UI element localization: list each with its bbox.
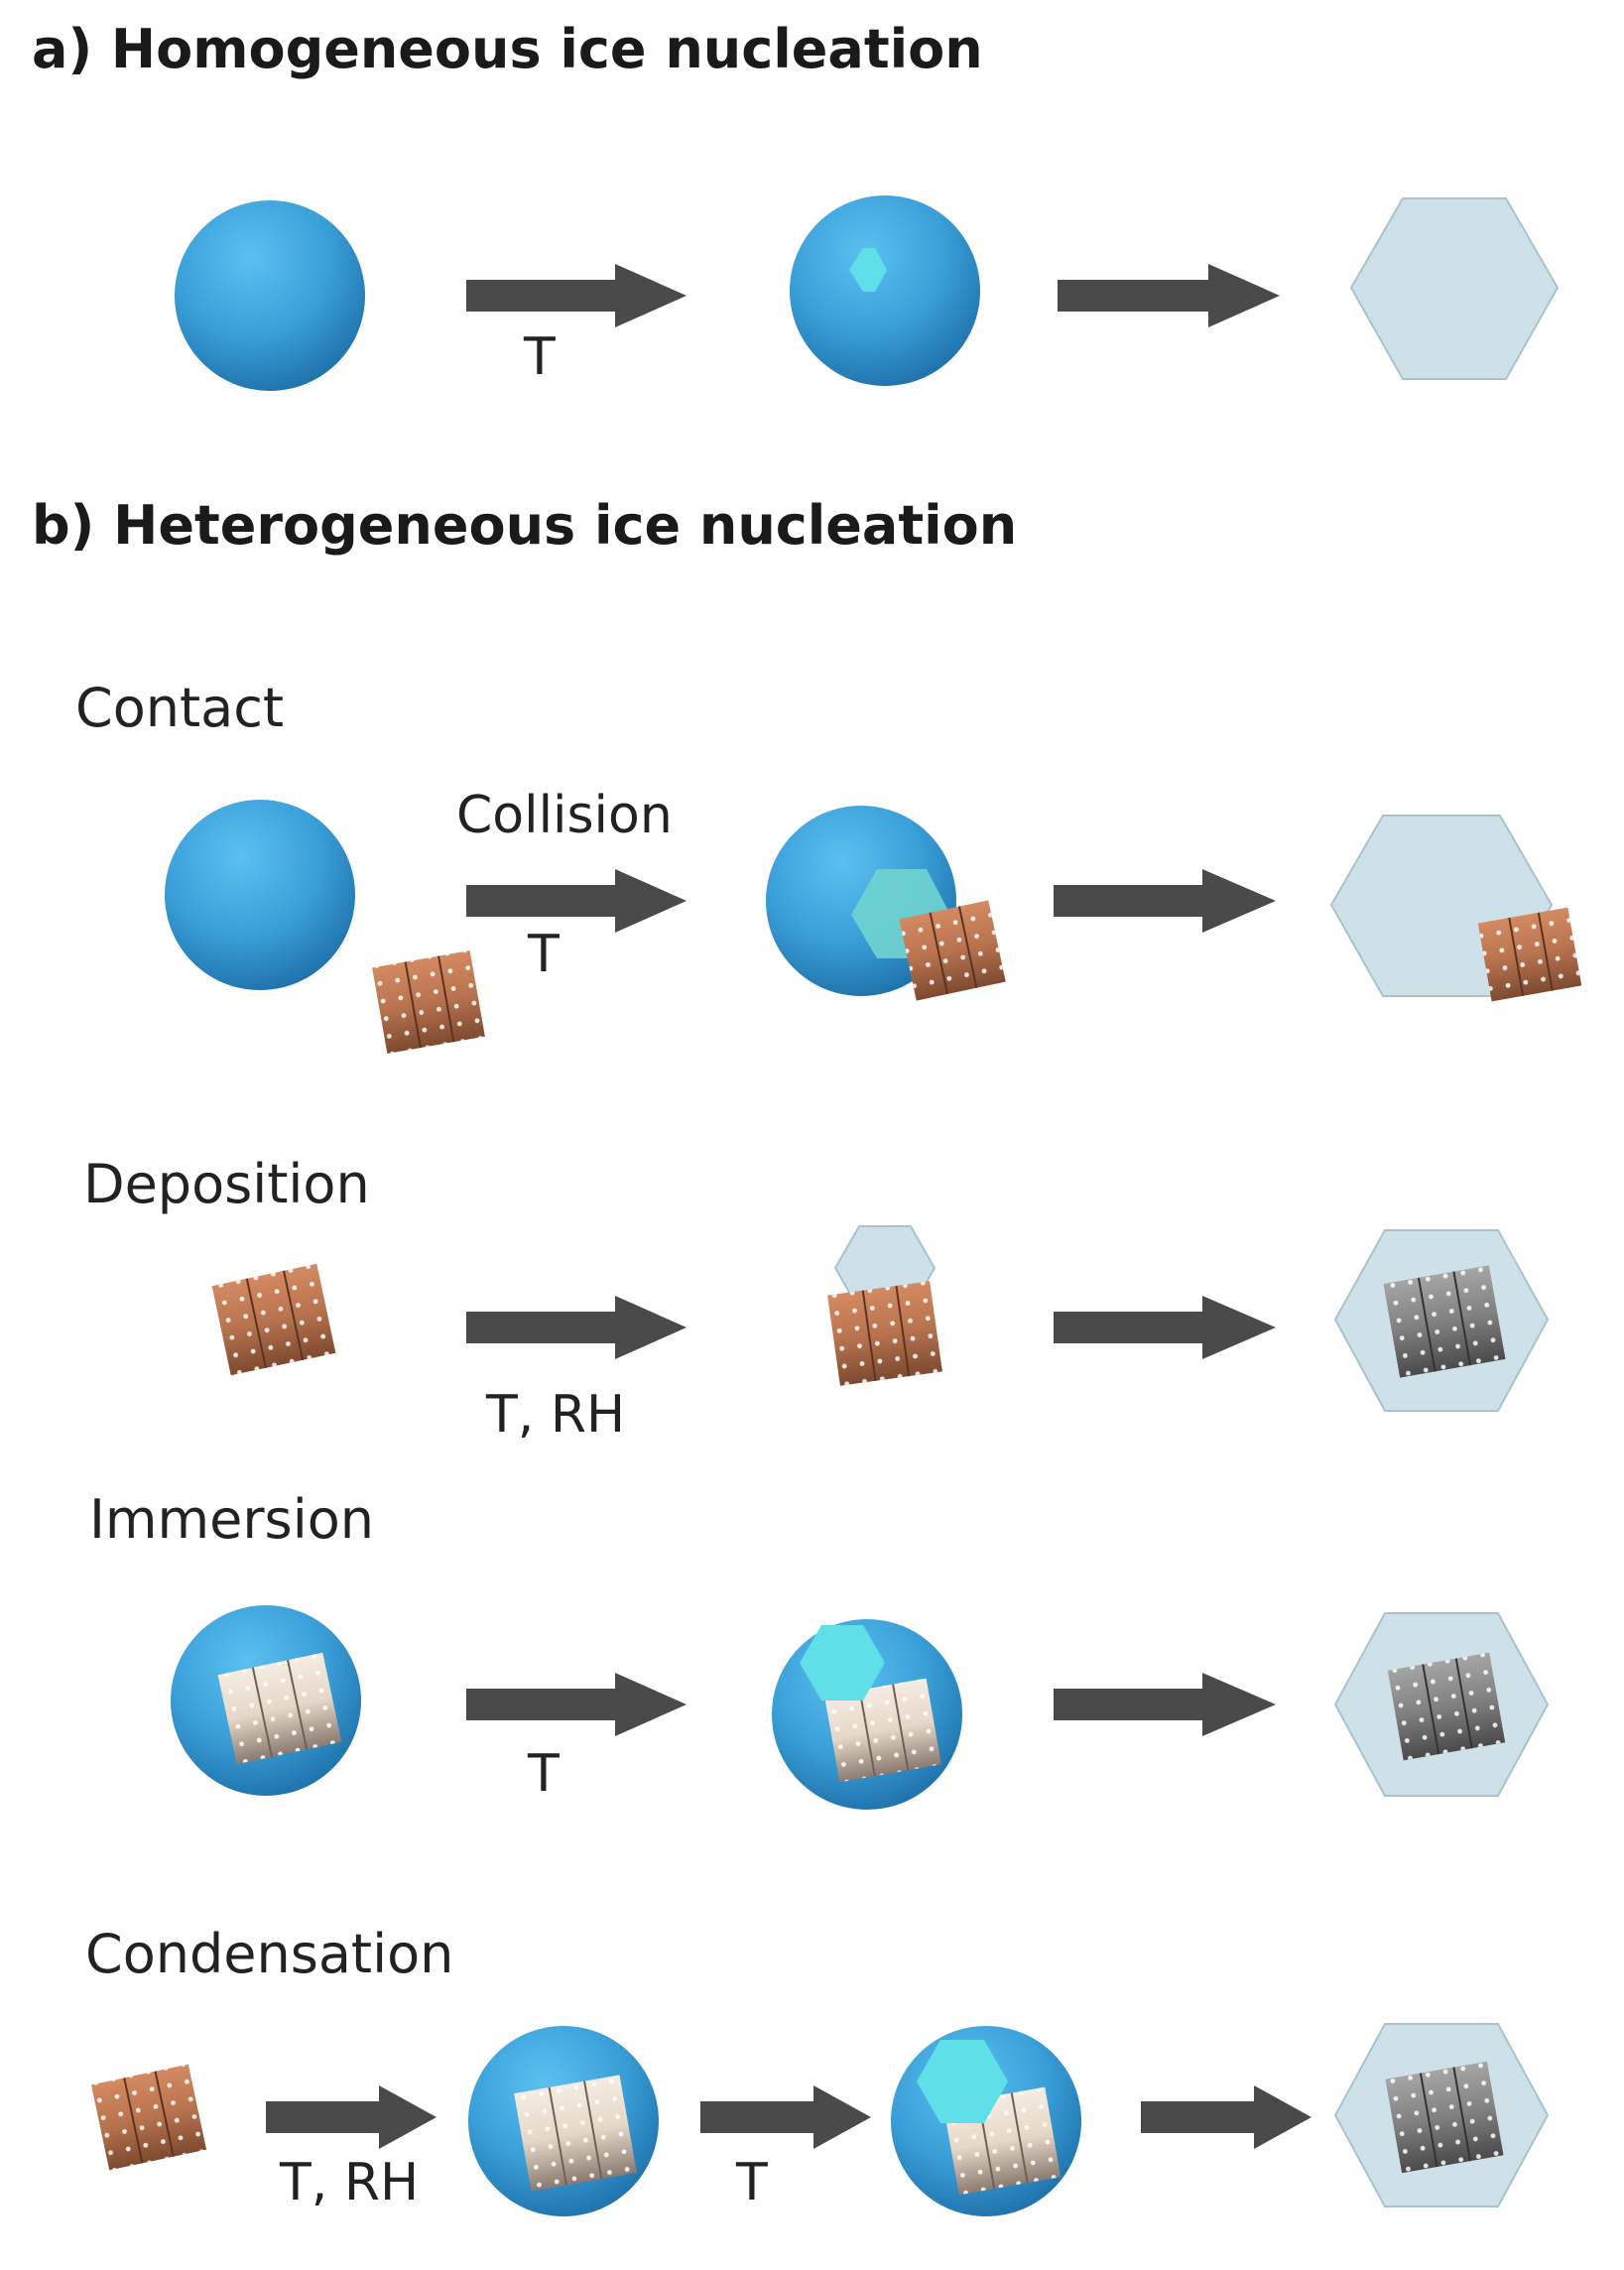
deposition-label: Deposition <box>83 1153 370 1215</box>
process-arrow <box>700 2085 871 2149</box>
process-arrow <box>1141 2085 1312 2149</box>
deposition-arrow-label: T, RH <box>486 1385 626 1445</box>
aerosol-particle <box>372 949 485 1055</box>
aerosol-particle <box>1477 907 1582 1002</box>
contact-collision-label: Collision <box>456 786 673 845</box>
process-arrow <box>1054 1673 1276 1736</box>
process-arrow <box>1054 1296 1276 1359</box>
process-arrow <box>266 2085 437 2149</box>
ice-crystal-hexagon <box>1349 197 1560 380</box>
contact-arrow-label: T <box>528 925 560 984</box>
ice-nucleus-hexagon <box>800 1625 885 1701</box>
immersed-particle <box>217 1652 342 1765</box>
contact-row <box>165 800 1582 1055</box>
condensation-row <box>90 2023 1550 2216</box>
homogeneous-arrow-label: T <box>524 327 556 387</box>
section-b-title: b) Heterogeneous ice nucleation <box>32 494 1018 557</box>
ice-nucleus-hexagon <box>849 248 887 292</box>
deposition-row <box>211 1225 1550 1412</box>
immersion-arrow-label: T <box>528 1744 560 1804</box>
ice-nucleus-hexagon <box>917 2040 1008 2123</box>
contact-label: Contact <box>75 677 285 739</box>
process-arrow <box>1054 869 1276 933</box>
process-arrow <box>466 1296 687 1359</box>
water-droplet <box>165 800 355 990</box>
section-a-title: a) Homogeneous ice nucleation <box>32 18 983 80</box>
homogeneous-row <box>175 195 1560 391</box>
frozen-aerosol-particle <box>1387 1652 1506 1761</box>
freezing-droplet <box>790 195 980 386</box>
process-arrow <box>466 869 687 933</box>
immersion-label: Immersion <box>89 1488 374 1551</box>
frozen-aerosol-particle <box>1383 1265 1506 1378</box>
process-arrow <box>466 1673 687 1736</box>
condensation-label: Condensation <box>85 1923 454 1985</box>
aerosol-particle <box>90 2064 207 2171</box>
immersed-particle <box>514 2075 637 2192</box>
process-arrow <box>466 264 687 327</box>
aerosol-particle <box>211 1263 336 1376</box>
aerosol-particle <box>827 1281 942 1386</box>
condensation-arrow1-label: T, RH <box>280 2153 420 2212</box>
immersed-particle <box>824 1678 941 1783</box>
water-droplet <box>175 200 365 391</box>
frozen-aerosol-particle <box>1385 2061 1504 2174</box>
process-arrow <box>1058 264 1280 327</box>
condensation-arrow2-label: T <box>736 2153 768 2212</box>
aerosol-particle <box>899 900 1006 1001</box>
immersion-row <box>171 1605 1550 1810</box>
